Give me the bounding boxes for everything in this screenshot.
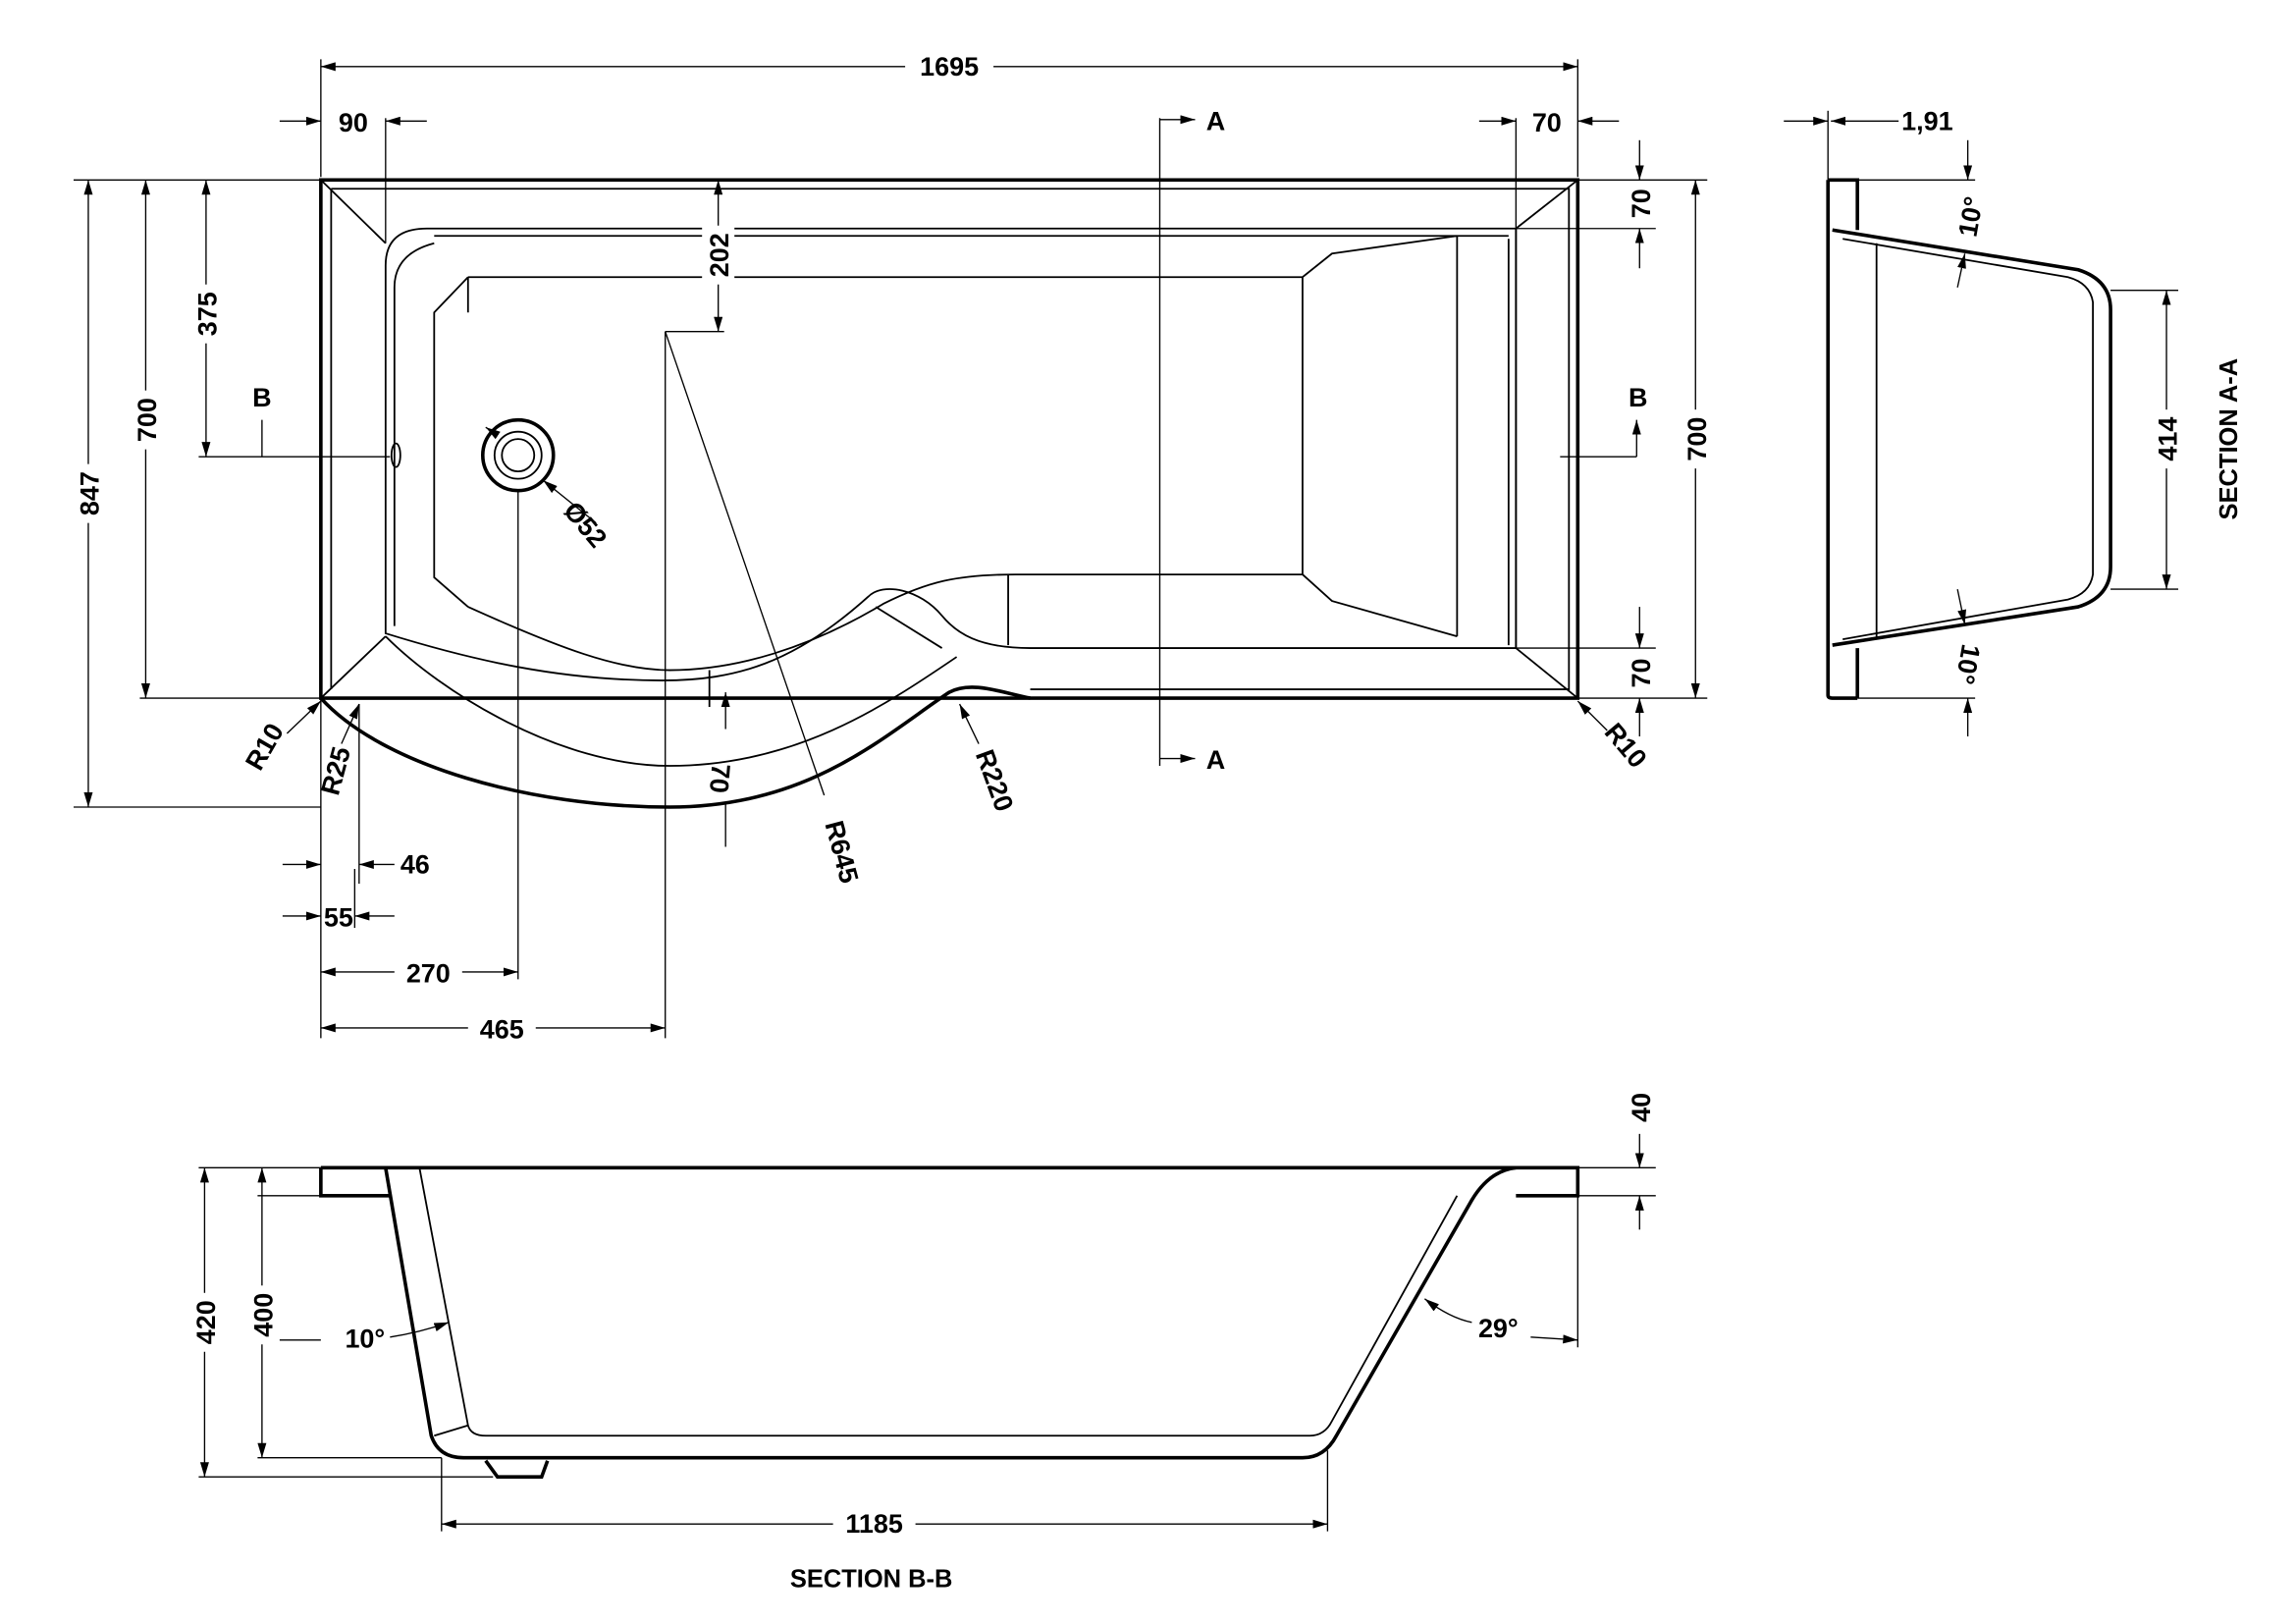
- dim-overall-height: 420: [191, 1300, 221, 1344]
- basin-profile-outer: [384, 1165, 1517, 1460]
- dim-r220: R220: [970, 746, 1019, 816]
- dim-55: 55: [324, 902, 353, 932]
- dim-top-rim: 70: [1627, 189, 1656, 218]
- rim-profile: [319, 1165, 1580, 1198]
- dim-right-angle: 29°: [1478, 1314, 1519, 1343]
- rim-inner-edge: [330, 188, 1571, 690]
- bath-outline: [319, 178, 1580, 700]
- plan-dimensions: 1695 90 70 A A 847 700 375 202 B B 700 7…: [70, 48, 1714, 1044]
- dim-waste-diameter: Ø52: [558, 496, 613, 553]
- end-slope-lines: [1456, 228, 1518, 649]
- dim-375: 375: [192, 292, 222, 336]
- section-aa-dimensions: 1,91 10° 10° 414 SECTION A-A: [1784, 106, 2243, 737]
- dim-r10-left: R10: [240, 719, 290, 776]
- dim-46: 46: [400, 849, 430, 879]
- basin-profile-inner: [1842, 238, 2094, 640]
- corner-chamfers: [320, 179, 1578, 699]
- section-aa-view: [1826, 178, 2112, 700]
- dim-width-left: 700: [133, 398, 162, 442]
- dim-width-right: 700: [1682, 417, 1712, 461]
- basin-profile-outer: [1832, 228, 2112, 647]
- plan-view: [319, 178, 1580, 809]
- waste-center: [501, 438, 536, 473]
- section-b-marker-right: B: [1629, 383, 1647, 412]
- dim-rim-height: 40: [1627, 1093, 1656, 1122]
- basin-floor-edge: [433, 235, 1458, 672]
- waste-outer: [480, 417, 556, 493]
- dim-202: 202: [705, 233, 734, 277]
- waste-inner: [493, 430, 543, 480]
- dim-curve-rim: 70: [704, 763, 736, 795]
- dim-waste-offset: 270: [406, 958, 451, 988]
- dim-overall-length: 1695: [920, 52, 979, 81]
- dim-inner-height: 400: [248, 1293, 278, 1337]
- waste-outlet: [484, 1459, 550, 1480]
- overflow-icon: [390, 442, 401, 468]
- basin-rim-line: [384, 227, 1518, 681]
- curved-apron: [319, 685, 1031, 809]
- dim-floor-width: 414: [2154, 417, 2183, 461]
- dim-r645: R645: [819, 818, 864, 887]
- apron-inner-curve: [385, 635, 958, 767]
- rim-profile: [1826, 178, 1859, 700]
- apron-segment-lines: [708, 574, 1009, 708]
- dim-bottom-angle: 10°: [1949, 642, 1986, 686]
- basin-rim-line-2: [393, 235, 1509, 626]
- section-a-marker-top: A: [1206, 106, 1225, 135]
- dim-floor-length: 1185: [845, 1509, 903, 1539]
- section-b-marker-left: B: [252, 383, 271, 412]
- dim-overall-width: 847: [75, 471, 104, 515]
- section-bb-title: SECTION B-B: [790, 1566, 953, 1594]
- dim-top-angle: 10°: [1952, 194, 1989, 239]
- dim-left-offset: 90: [339, 108, 368, 137]
- section-bb-view: [319, 1165, 1580, 1480]
- dim-rim-offset: 1,91: [1901, 106, 1953, 135]
- section-bb-dimensions: 40 420 400 10° 29° 1185 SECTION B-B: [187, 1093, 1656, 1594]
- dim-left-angle: 10°: [345, 1324, 385, 1353]
- section-aa-title: SECTION A-A: [2216, 358, 2243, 520]
- dim-right-offset: 70: [1532, 108, 1562, 137]
- section-a-marker-bottom: A: [1206, 745, 1225, 775]
- dim-r10-right: R10: [1599, 718, 1653, 774]
- basin-profile-inner: [418, 1167, 1459, 1437]
- dim-curve-offset: 465: [480, 1014, 524, 1044]
- dim-bottom-rim: 70: [1627, 659, 1656, 688]
